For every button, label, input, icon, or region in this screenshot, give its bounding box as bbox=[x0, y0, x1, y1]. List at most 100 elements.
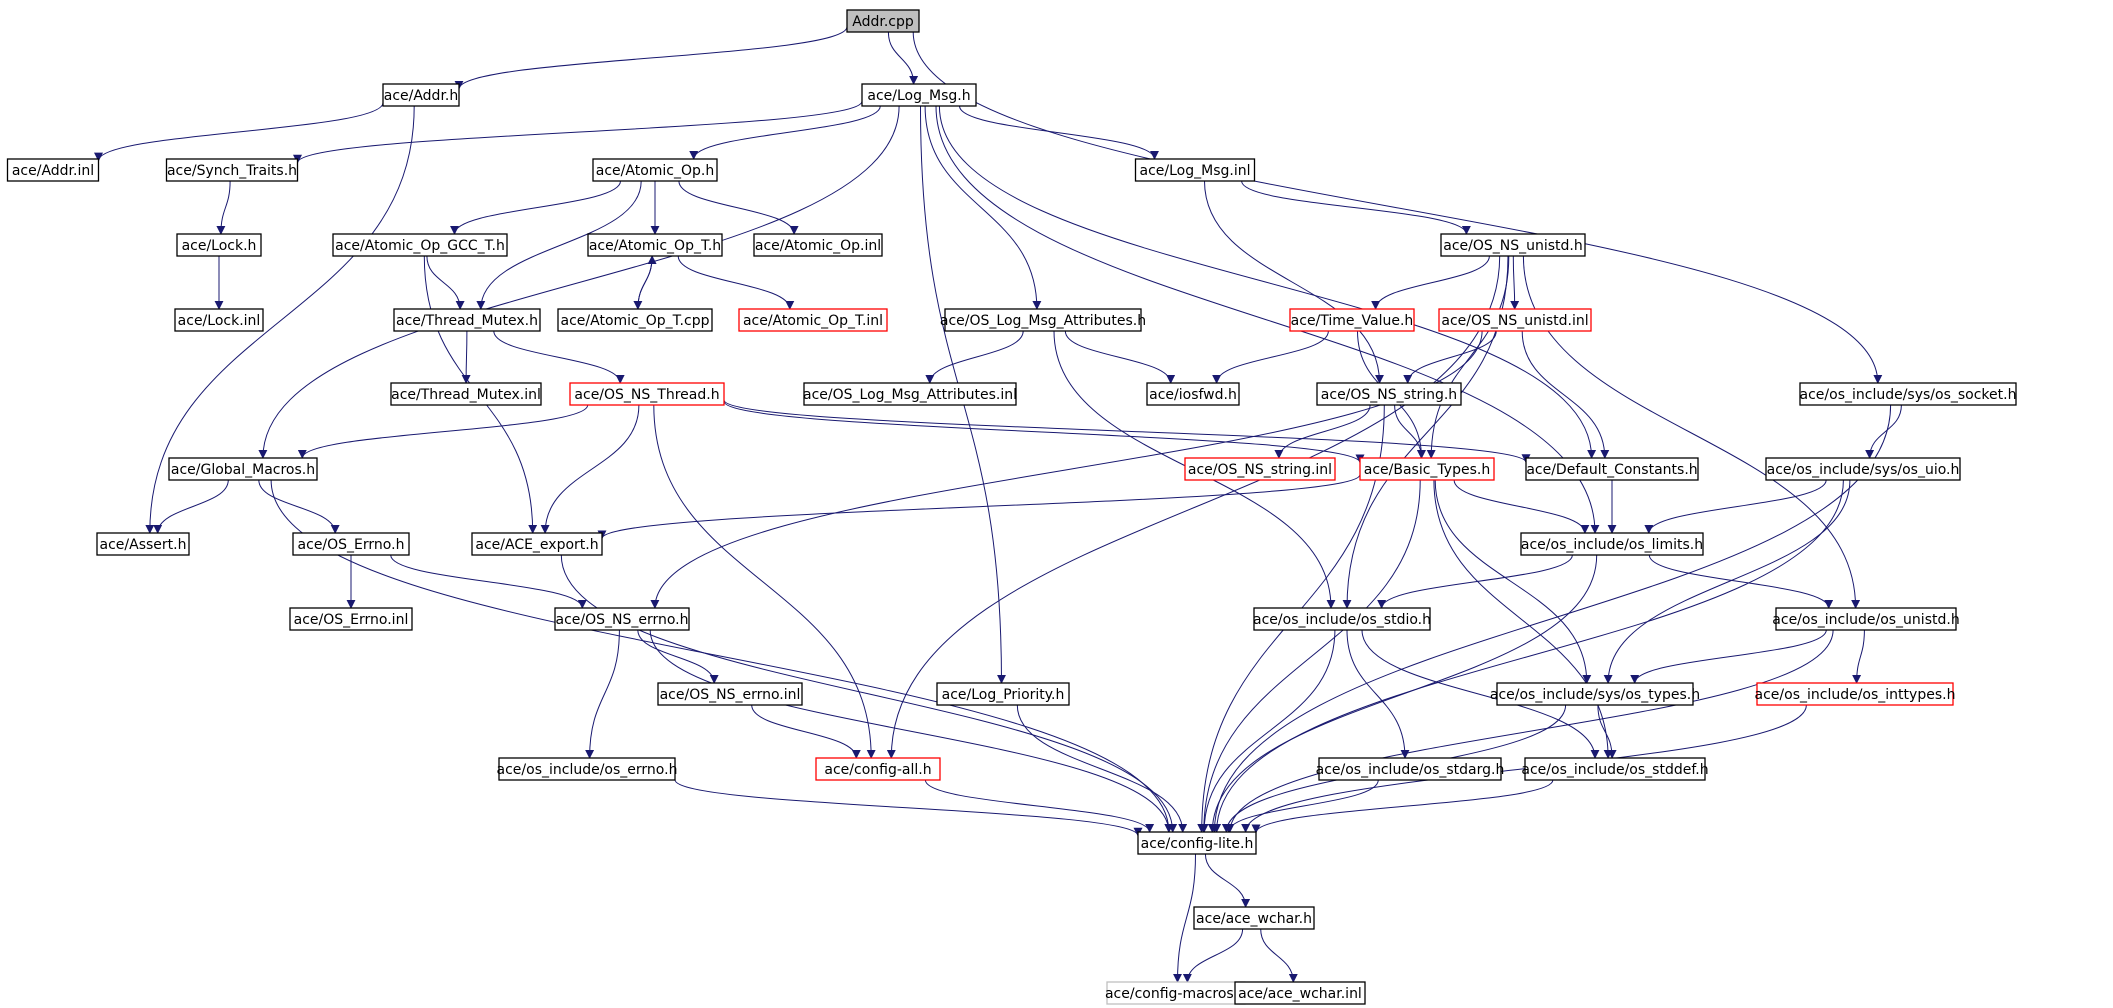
node-basic-types-h[interactable]: ace/Basic_Types.h bbox=[1359, 457, 1495, 481]
node-config-all-h[interactable]: ace/config-all.h bbox=[815, 757, 941, 781]
node-log-priority-h[interactable]: ace/Log_Priority.h bbox=[936, 682, 1070, 706]
node-os-errno-inl[interactable]: ace/OS_Errno.inl bbox=[289, 607, 413, 631]
node-thread-mutex-h[interactable]: ace/Thread_Mutex.h bbox=[393, 308, 541, 332]
node-box bbox=[587, 233, 723, 257]
node-label: ace/Atomic_Op_GCC_T.h bbox=[335, 238, 505, 254]
node-os-socket-h[interactable]: ace/os_include/sys/os_socket.h bbox=[1799, 382, 2017, 406]
node-label: ace/os_include/os_stdarg.h bbox=[1316, 762, 1505, 778]
node-atomic-op-inl[interactable]: ace/Atomic_Op.inl bbox=[753, 233, 883, 257]
node-lock-h[interactable]: ace/Lock.h bbox=[176, 233, 262, 257]
node-box bbox=[1520, 532, 1704, 556]
node-box bbox=[1318, 757, 1502, 781]
node-os-inttypes-h[interactable]: ace/os_include/os_inttypes.h bbox=[1755, 682, 1956, 706]
node-ace-wchar-inl[interactable]: ace/ace_wchar.inl bbox=[1234, 981, 1366, 1005]
node-log-msg-h[interactable]: ace/Log_Msg.h bbox=[861, 83, 977, 107]
edge-log-msg-h-to-default-constants-h bbox=[938, 105, 1597, 459]
node-box bbox=[803, 382, 1017, 406]
edge-os-ns-unistd-h-to-time-value-h bbox=[1371, 255, 1490, 310]
node-box bbox=[289, 607, 413, 631]
node-os-log-msg-attributes-h[interactable]: ace/OS_Log_Msg_Attributes.h bbox=[940, 308, 1146, 332]
node-label: ace/config-macros.h bbox=[1105, 986, 1247, 1002]
node-box bbox=[815, 757, 941, 781]
node-atomic-op-t-cpp[interactable]: ace/Atomic_Op_T.cpp bbox=[557, 308, 713, 332]
node-box bbox=[1134, 158, 1256, 182]
node-box bbox=[1440, 233, 1586, 257]
node-box bbox=[393, 308, 541, 332]
edge-os-ns-unistd-h-to-os-ns-unistd-inl bbox=[1510, 255, 1520, 310]
node-label: ace/OS_NS_unistd.h bbox=[1443, 238, 1583, 254]
node-box bbox=[96, 532, 190, 556]
node-os-ns-unistd-h[interactable]: ace/OS_NS_unistd.h bbox=[1440, 233, 1586, 257]
node-label: ace/Default_Constants.h bbox=[1526, 462, 1697, 478]
node-os-ns-string-inl[interactable]: ace/OS_NS_string.inl bbox=[1184, 457, 1336, 481]
node-ace-export-h[interactable]: ace/ACE_export.h bbox=[471, 532, 603, 556]
node-os-ns-errno-inl[interactable]: ace/OS_NS_errno.inl bbox=[657, 682, 803, 706]
edge-os-ns-unistd-inl-to-os-ns-errno-h bbox=[650, 330, 1483, 609]
edge-basic-types-h-to-config-lite-h bbox=[1199, 479, 1421, 833]
node-time-value-h[interactable]: ace/Time_Value.h bbox=[1289, 308, 1415, 332]
node-box bbox=[569, 382, 725, 406]
edge-os-stdio-h-to-os-stddef-h bbox=[1361, 629, 1600, 759]
edge-os-log-msg-attributes-h-to-iosfwd-h bbox=[1064, 330, 1176, 384]
node-os-limits-h[interactable]: ace/os_include/os_limits.h bbox=[1520, 532, 1704, 556]
node-thread-mutex-inl[interactable]: ace/Thread_Mutex.inl bbox=[390, 382, 542, 406]
node-atomic-op-h[interactable]: ace/Atomic_Op.h bbox=[592, 158, 718, 182]
node-atomic-op-t-inl[interactable]: ace/Atomic_Op_T.inl bbox=[738, 308, 888, 332]
node-config-macros-h[interactable]: ace/config-macros.h bbox=[1105, 981, 1247, 1005]
edge-os-socket-h-to-config-lite-h bbox=[1209, 404, 1892, 833]
edge-global-macros-h-to-os-errno-h bbox=[258, 479, 340, 534]
node-addr-cpp[interactable]: Addr.cpp bbox=[846, 9, 920, 33]
node-box bbox=[738, 308, 888, 332]
node-lock-inl[interactable]: ace/Lock.inl bbox=[174, 308, 264, 332]
node-label: ace/OS_Log_Msg_Attributes.inl bbox=[803, 387, 1017, 403]
node-os-types-h[interactable]: ace/os_include/sys/os_types.h bbox=[1490, 682, 1700, 706]
edge-thread-mutex-h-to-thread-mutex-inl bbox=[461, 330, 471, 384]
node-os-stdio-h[interactable]: ace/os_include/os_stdio.h bbox=[1253, 607, 1431, 631]
edge-os-stdio-h-to-os-stdarg-h bbox=[1346, 629, 1410, 759]
node-addr-inl[interactable]: ace/Addr.inl bbox=[6, 158, 100, 182]
node-label: ace/OS_Errno.inl bbox=[294, 612, 409, 628]
node-label: ace/Atomic_Op_T.cpp bbox=[561, 313, 710, 329]
node-box bbox=[1775, 607, 1957, 631]
node-box bbox=[292, 532, 410, 556]
node-os-ns-unistd-inl[interactable]: ace/OS_NS_unistd.inl bbox=[1438, 308, 1592, 332]
node-box bbox=[944, 308, 1142, 332]
node-os-uio-h[interactable]: ace/os_include/sys/os_uio.h bbox=[1765, 457, 1961, 481]
edge-addr-cpp-to-log-msg-h bbox=[887, 31, 919, 85]
node-os-stdarg-h[interactable]: ace/os_include/os_stdarg.h bbox=[1316, 757, 1505, 781]
node-box bbox=[753, 233, 883, 257]
node-ace-wchar-h[interactable]: ace/ace_wchar.h bbox=[1193, 906, 1315, 930]
edge-os-errno-h-to-os-ns-errno-h bbox=[390, 554, 587, 609]
edge-os-unistd-h-to-os-inttypes-h bbox=[1852, 629, 1865, 684]
node-os-include-os-errno-h[interactable]: ace/os_include/os_errno.h bbox=[497, 757, 678, 781]
node-label: ace/Atomic_Op.inl bbox=[755, 238, 881, 254]
node-label: ace/os_include/sys/os_types.h bbox=[1490, 687, 1700, 703]
node-os-ns-errno-h[interactable]: ace/OS_NS_errno.h bbox=[554, 607, 690, 631]
node-os-ns-string-h[interactable]: ace/OS_NS_string.h bbox=[1316, 382, 1462, 406]
node-synch-traits-h[interactable]: ace/Synch_Traits.h bbox=[165, 158, 299, 182]
edge-os-ns-thread-h-to-config-all-h bbox=[653, 404, 876, 759]
node-default-constants-h[interactable]: ace/Default_Constants.h bbox=[1525, 457, 1699, 481]
node-global-macros-h[interactable]: ace/Global_Macros.h bbox=[168, 457, 318, 481]
node-os-errno-h[interactable]: ace/OS_Errno.h bbox=[292, 532, 410, 556]
node-addr-h[interactable]: ace/Addr.h bbox=[382, 83, 460, 107]
node-box bbox=[1525, 457, 1699, 481]
node-atomic-op-gcc-t-h[interactable]: ace/Atomic_Op_GCC_T.h bbox=[332, 233, 508, 257]
edge-os-uio-h-to-os-types-h bbox=[1603, 479, 1851, 684]
node-box bbox=[471, 532, 603, 556]
node-os-stddef-h[interactable]: ace/os_include/os_stddef.h bbox=[1521, 757, 1709, 781]
edge-os-types-h-to-os-stddef-h bbox=[1597, 704, 1617, 759]
node-os-log-msg-attributes-inl[interactable]: ace/OS_Log_Msg_Attributes.inl bbox=[803, 382, 1017, 406]
node-label: ace/Addr.inl bbox=[12, 163, 94, 179]
node-iosfwd-h[interactable]: ace/iosfwd.h bbox=[1146, 382, 1240, 406]
edge-atomic-op-h-to-thread-mutex-h bbox=[476, 180, 642, 310]
edge-os-stddef-h-to-config-lite-h bbox=[1251, 779, 1554, 834]
node-atomic-op-t-h[interactable]: ace/Atomic_Op_T.h bbox=[587, 233, 723, 257]
edge-os-ns-thread-h-to-ace-export-h bbox=[540, 404, 640, 534]
node-config-lite-h[interactable]: ace/config-lite.h bbox=[1137, 831, 1257, 855]
node-os-unistd-h[interactable]: ace/os_include/os_unistd.h bbox=[1772, 607, 1960, 631]
node-label: ace/os_include/sys/os_uio.h bbox=[1767, 462, 1960, 478]
node-log-msg-inl[interactable]: ace/Log_Msg.inl bbox=[1134, 158, 1256, 182]
node-os-ns-thread-h[interactable]: ace/OS_NS_Thread.h bbox=[569, 382, 725, 406]
node-assert-h[interactable]: ace/Assert.h bbox=[96, 532, 190, 556]
